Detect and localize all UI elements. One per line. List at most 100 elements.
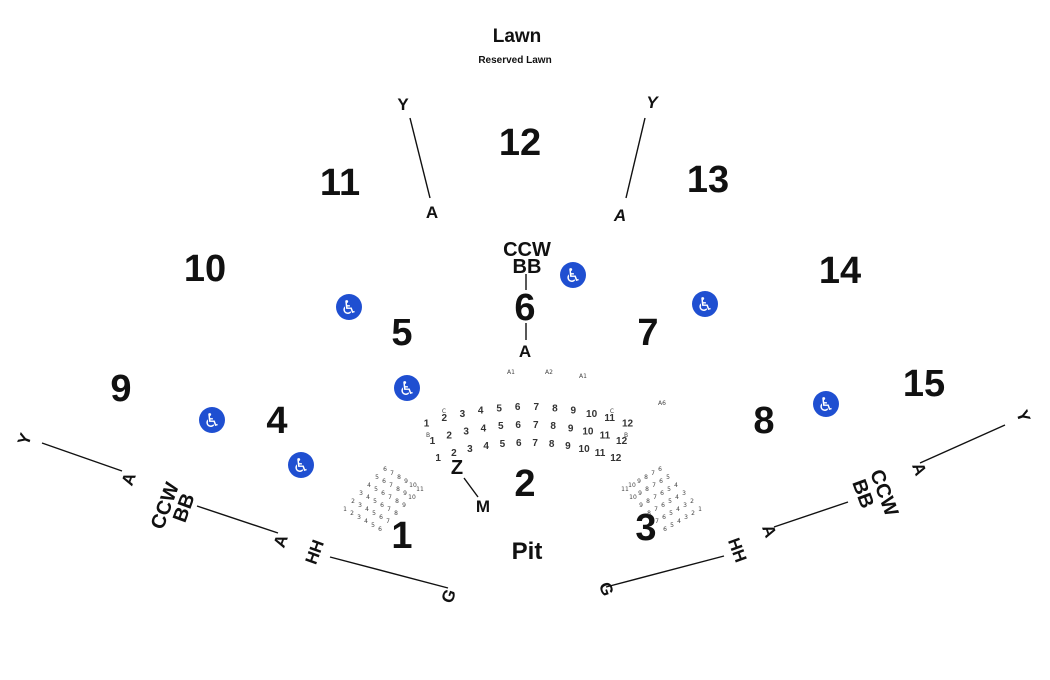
seat-row-number: 4: [483, 441, 489, 452]
seat-row-number: 8: [550, 421, 556, 432]
seat-number: 5: [670, 522, 674, 529]
seat-number: 4: [365, 506, 369, 513]
section-2[interactable]: 2: [514, 463, 535, 505]
section-9[interactable]: 9: [110, 368, 131, 410]
section-7[interactable]: 7: [637, 312, 658, 354]
wheelchair-icon[interactable]: ♿: [288, 452, 314, 478]
seat-number: 5: [666, 474, 670, 481]
wheelchair-icon[interactable]: ♿: [813, 391, 839, 417]
seat-number: 6: [381, 490, 385, 497]
seat-number: 8: [645, 486, 649, 493]
seat-row-number: 12: [616, 436, 628, 447]
seat-row-number: 11: [600, 431, 611, 442]
seat-row-number: 7: [533, 420, 539, 431]
seat-number: 10: [628, 482, 636, 489]
seat-number: 4: [675, 494, 679, 501]
seat-row-number: 2: [451, 448, 457, 459]
seat-row-number: 9: [571, 406, 577, 417]
seat-number: 6: [661, 502, 665, 509]
seat-tag-b: B: [426, 432, 430, 439]
seat-number: 4: [367, 482, 371, 489]
row-divider-15-right: [919, 424, 1006, 464]
seat-number: 5: [667, 486, 671, 493]
seat-tag-a2: A2: [545, 369, 553, 376]
seat-row-number: 1: [424, 419, 430, 430]
wheelchair-icon[interactable]: ♿: [394, 375, 420, 401]
row-divider-3-right: [605, 555, 725, 588]
seat-row-number: 6: [516, 438, 522, 449]
seat-row-number: 4: [478, 406, 484, 417]
seat-number: 5: [374, 486, 378, 493]
seat-row-number: 4: [481, 423, 487, 434]
seat-tag-c: C: [610, 408, 614, 415]
seat-tag-c: C: [442, 408, 446, 415]
seat-row-number: 5: [500, 439, 506, 450]
seat-row-number: 6: [515, 420, 521, 431]
svg-text:♿: ♿: [398, 378, 415, 400]
seat-number: 3: [358, 502, 362, 509]
reserved-lawn-label[interactable]: Reserved Lawn: [478, 55, 551, 66]
row-label-z: Z: [451, 457, 463, 479]
seat-number: 2: [690, 498, 694, 505]
lawn-title[interactable]: Lawn: [493, 26, 542, 47]
wheelchair-icon[interactable]: ♿: [692, 291, 718, 317]
seat-row-number: 9: [568, 423, 574, 434]
seat-number: 4: [677, 518, 681, 525]
seat-number: 6: [660, 490, 664, 497]
seat-number: 6: [378, 526, 382, 533]
row-label-hh: HH: [302, 537, 328, 567]
seat-row-number: 1: [430, 436, 436, 447]
seat-row-number: 3: [463, 426, 469, 437]
seat-number: 4: [366, 494, 370, 501]
seat-row-number: 7: [532, 438, 538, 449]
section-5[interactable]: 5: [391, 312, 412, 354]
seat-number: 8: [644, 474, 648, 481]
seat-number: 7: [386, 518, 390, 525]
row-label-a: A: [758, 522, 780, 540]
seat-number: 5: [372, 510, 376, 517]
seat-numbers: 1234562345673456784567895678910678910111…: [343, 466, 702, 533]
seat-number: 2: [691, 510, 695, 517]
seat-number: 11: [416, 486, 424, 493]
seat-number: 3: [359, 490, 363, 497]
seat-row-number: 8: [552, 403, 558, 414]
seat-number: 9: [638, 490, 642, 497]
svg-text:♿: ♿: [203, 410, 220, 432]
section-15[interactable]: 15: [903, 363, 945, 405]
seat-number: 6: [659, 478, 663, 485]
wheelchair-icon[interactable]: ♿: [336, 294, 362, 320]
section-8[interactable]: 8: [753, 400, 774, 442]
svg-text:♿: ♿: [564, 265, 581, 287]
section-3[interactable]: 3: [635, 507, 656, 549]
section-4[interactable]: 4: [266, 400, 287, 442]
section-11[interactable]: 11: [320, 162, 360, 204]
row-label-a: A: [613, 206, 626, 225]
section-1[interactable]: 1: [391, 515, 412, 557]
seat-tag-a1: A1: [507, 369, 515, 376]
wheelchair-icon[interactable]: ♿: [560, 262, 586, 288]
seat-row-number: 10: [582, 426, 594, 437]
seat-row-number: 7: [534, 402, 540, 413]
seat-number: 6: [379, 514, 383, 521]
seat-number: 2: [351, 498, 355, 505]
section-6[interactable]: 6: [514, 287, 535, 329]
section-14[interactable]: 14: [819, 250, 861, 292]
seat-number: 3: [682, 490, 686, 497]
section-12[interactable]: 12: [499, 122, 541, 164]
svg-text:♿: ♿: [696, 294, 713, 316]
seat-row-number: 11: [604, 413, 615, 424]
seat-number: 2: [350, 510, 354, 517]
row-label-a: A: [908, 460, 930, 478]
row-label-y: Y: [1012, 408, 1034, 426]
seat-number: 7: [387, 506, 391, 513]
seat-number: 7: [652, 482, 656, 489]
wheelchair-icon[interactable]: ♿: [199, 407, 225, 433]
section-10[interactable]: 10: [184, 248, 226, 290]
seat-row-number: 10: [586, 409, 598, 420]
section-13[interactable]: 13: [687, 159, 729, 201]
seat-number: 7: [655, 518, 659, 525]
pit-label[interactable]: Pit: [512, 538, 543, 565]
row-label-ccw: CCW: [503, 239, 551, 261]
seat-number: 1: [343, 506, 347, 513]
